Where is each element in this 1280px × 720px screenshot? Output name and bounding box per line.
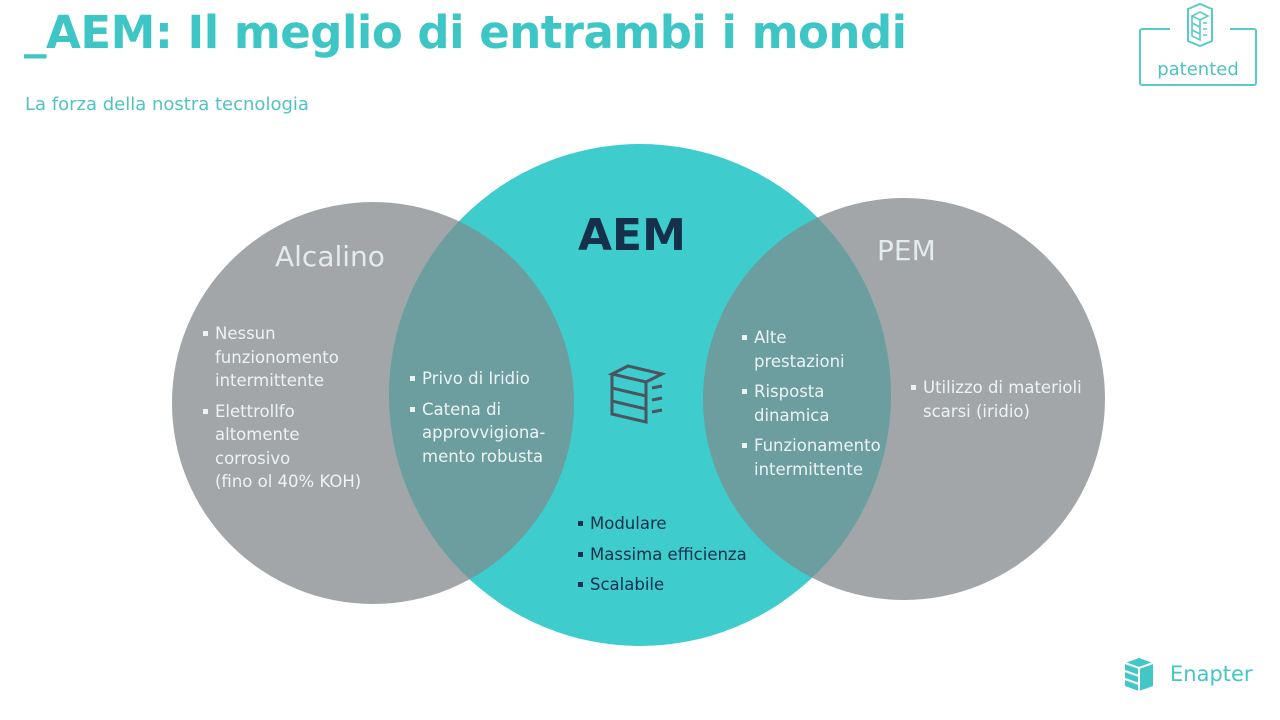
alcalino-heading: Alcalino (275, 240, 385, 273)
list-item: Elettrollfo altomente corrosivo (fino ol… (202, 400, 361, 494)
enapter-brand: Enapter (1170, 662, 1253, 686)
alcalino-aem-overlap (389, 202, 574, 604)
list-item: Scalabile (577, 573, 747, 597)
aem-bullet-list: Modulare Massima efficienza Scalabile (577, 512, 747, 604)
list-item: Alte prestazioni (741, 326, 881, 373)
pem-aem-bullet-list: Alte prestazioni Risposta dinamica Funzi… (741, 326, 881, 488)
page-subtitle: La forza della nostra tecnologia (25, 94, 309, 115)
list-item: Privo di Iridio (409, 367, 545, 391)
cube-stack-icon (607, 364, 667, 424)
enapter-logo-icon (1124, 658, 1154, 691)
pem-bullet-list: Utilizzo di materioli scarsi (iridio) (910, 376, 1082, 430)
list-item: Modulare (577, 512, 747, 536)
alcalino-aem-bullet-list: Privo di Iridio Catena di approvvigiona-… (409, 367, 545, 475)
cube-stack-icon (1170, 3, 1230, 47)
list-item: Massima efficienza (577, 543, 747, 567)
aem-heading: AEM (578, 210, 686, 261)
list-item: Risposta dinamica (741, 380, 881, 427)
pem-aem-overlap (703, 198, 891, 600)
pem-heading: PEM (877, 234, 936, 267)
list-item: Nessun funzionomento intermittente (202, 322, 361, 393)
patented-label: patented (1157, 59, 1239, 80)
list-item: Utilizzo di materioli scarsi (iridio) (910, 376, 1082, 423)
list-item: Funzionamento intermittente (741, 434, 881, 481)
list-item: Catena di approvvigiona- mento robusta (409, 398, 545, 469)
page-title: _AEM: Il meglio di entrambi i mondi (24, 6, 907, 59)
alcalino-bullet-list: Nessun funzionomento intermittente Elett… (202, 322, 361, 501)
